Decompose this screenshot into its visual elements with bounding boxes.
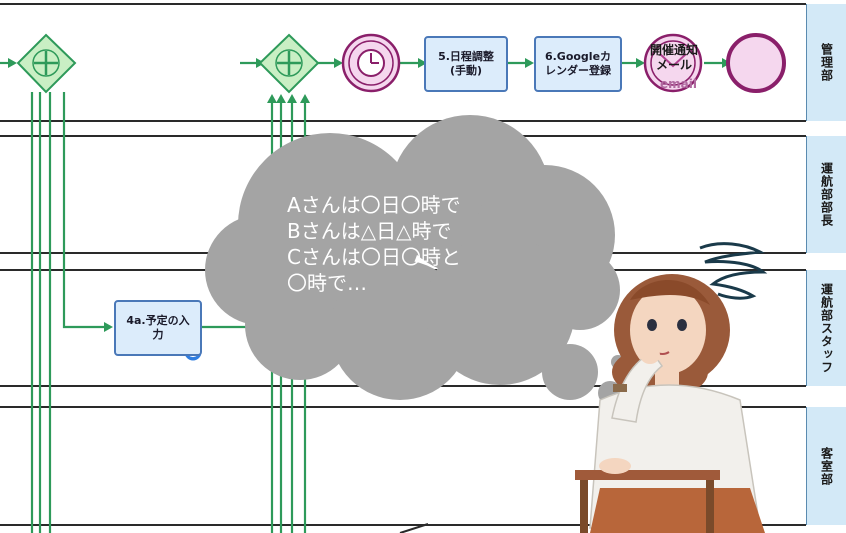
- bottom-stroke: [399, 523, 429, 533]
- lane-label-ops-manager: 運航部部長: [806, 136, 846, 253]
- email-icon: [643, 33, 703, 93]
- timer-event-icon: [341, 33, 401, 93]
- flow-lines-left: [30, 92, 106, 533]
- lane-label-ops-staff: 運航部スタッフ: [806, 270, 846, 386]
- parallel-gateway-icon: [258, 33, 320, 94]
- email-label: email: [660, 77, 697, 91]
- task-google-calendar[interactable]: 6.Googleカ レンダー登録: [534, 36, 622, 92]
- arrowheads-up: [104, 94, 310, 332]
- lane-label-admin: 管理部: [806, 4, 846, 121]
- task-meeting-notice[interactable]: 開催通知 メール: [649, 43, 698, 72]
- thought-bubble: [205, 115, 625, 405]
- task-schedule-adjust[interactable]: 5.日程調整 (手動): [424, 36, 508, 92]
- lane-label-cabin: 客室部: [806, 407, 846, 525]
- end-event-icon: [726, 33, 786, 93]
- task-input-schedule[interactable]: 4a.予定の入 力: [114, 300, 202, 356]
- thinking-woman-illustration: [575, 242, 768, 533]
- parallel-gateway-icon: [16, 33, 77, 94]
- thought-bubble-text: Aさんは〇日〇時で Bさんは△日△時で Cさんは〇日〇時と 〇時で…: [287, 193, 461, 295]
